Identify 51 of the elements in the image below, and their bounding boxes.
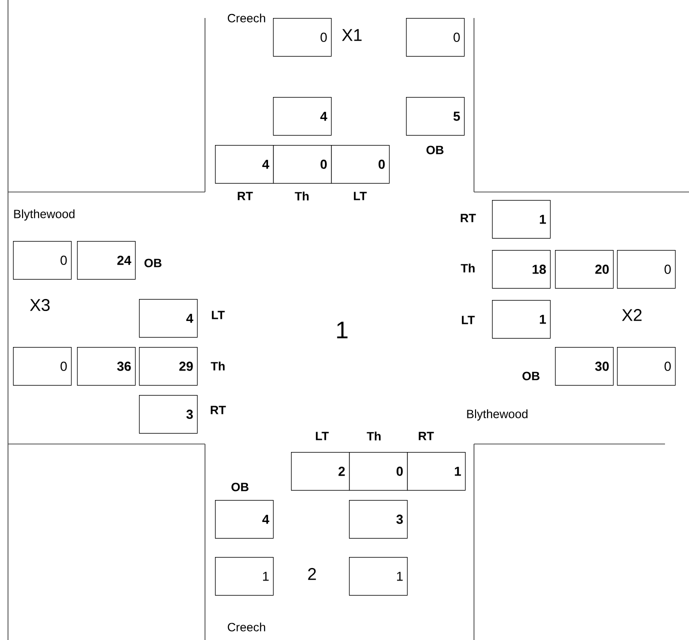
count-box: 4 — [215, 500, 274, 539]
intersection-label: X1 — [342, 29, 362, 41]
count-box: 0 — [349, 452, 408, 491]
count-box: 4 — [215, 144, 274, 184]
count-box: 0 — [273, 144, 332, 184]
direction-label: LT — [212, 310, 225, 320]
count-box: 1 — [492, 300, 551, 339]
count-box: 29 — [139, 347, 198, 386]
intersection-label: X2 — [622, 309, 642, 321]
count-box: 1 — [407, 452, 466, 491]
count-box: 0 — [406, 18, 465, 57]
count-box: 4 — [273, 97, 332, 136]
direction-label: Th — [294, 192, 309, 200]
count-box: 24 — [77, 240, 136, 280]
count-box: 20 — [555, 250, 614, 289]
direction-label: OB — [522, 372, 540, 380]
count-box: 0 — [331, 144, 390, 184]
count-box: 1 — [215, 556, 274, 596]
intersection-label: 1 — [337, 322, 348, 338]
direction-label: RT — [460, 214, 476, 222]
count-box: 18 — [492, 250, 551, 289]
count-box: 2 — [291, 452, 350, 491]
count-box: 5 — [406, 97, 465, 136]
count-box: 0 — [617, 250, 676, 289]
direction-label: RT — [210, 406, 226, 414]
direction-label: RT — [418, 432, 434, 440]
direction-label: LT — [462, 316, 475, 324]
count-box: 0 — [13, 240, 72, 280]
count-box: 0 — [617, 347, 676, 386]
count-box: 0 — [273, 18, 332, 57]
count-box: 36 — [77, 347, 136, 386]
direction-label: Th — [210, 362, 225, 370]
direction-label: LT — [354, 192, 367, 200]
street-label: Blythewood — [467, 409, 528, 421]
street-label: Creech — [228, 14, 266, 22]
count-box: 0 — [13, 347, 72, 386]
count-box: 1 — [349, 556, 408, 596]
count-box: 3 — [349, 500, 408, 539]
count-box: 1 — [492, 200, 551, 239]
direction-label: OB — [144, 258, 162, 268]
count-box: 30 — [555, 347, 614, 386]
count-box: 4 — [139, 299, 198, 338]
street-label: Creech — [228, 622, 266, 632]
direction-label: Th — [366, 432, 381, 440]
direction-label: LT — [316, 432, 329, 440]
direction-label: Th — [460, 264, 475, 272]
count-box: 3 — [139, 394, 198, 434]
direction-label: RT — [238, 192, 253, 200]
street-label: Blythewood — [14, 209, 74, 221]
intersection-label: X3 — [30, 298, 50, 312]
intersection-label: 2 — [308, 568, 316, 580]
